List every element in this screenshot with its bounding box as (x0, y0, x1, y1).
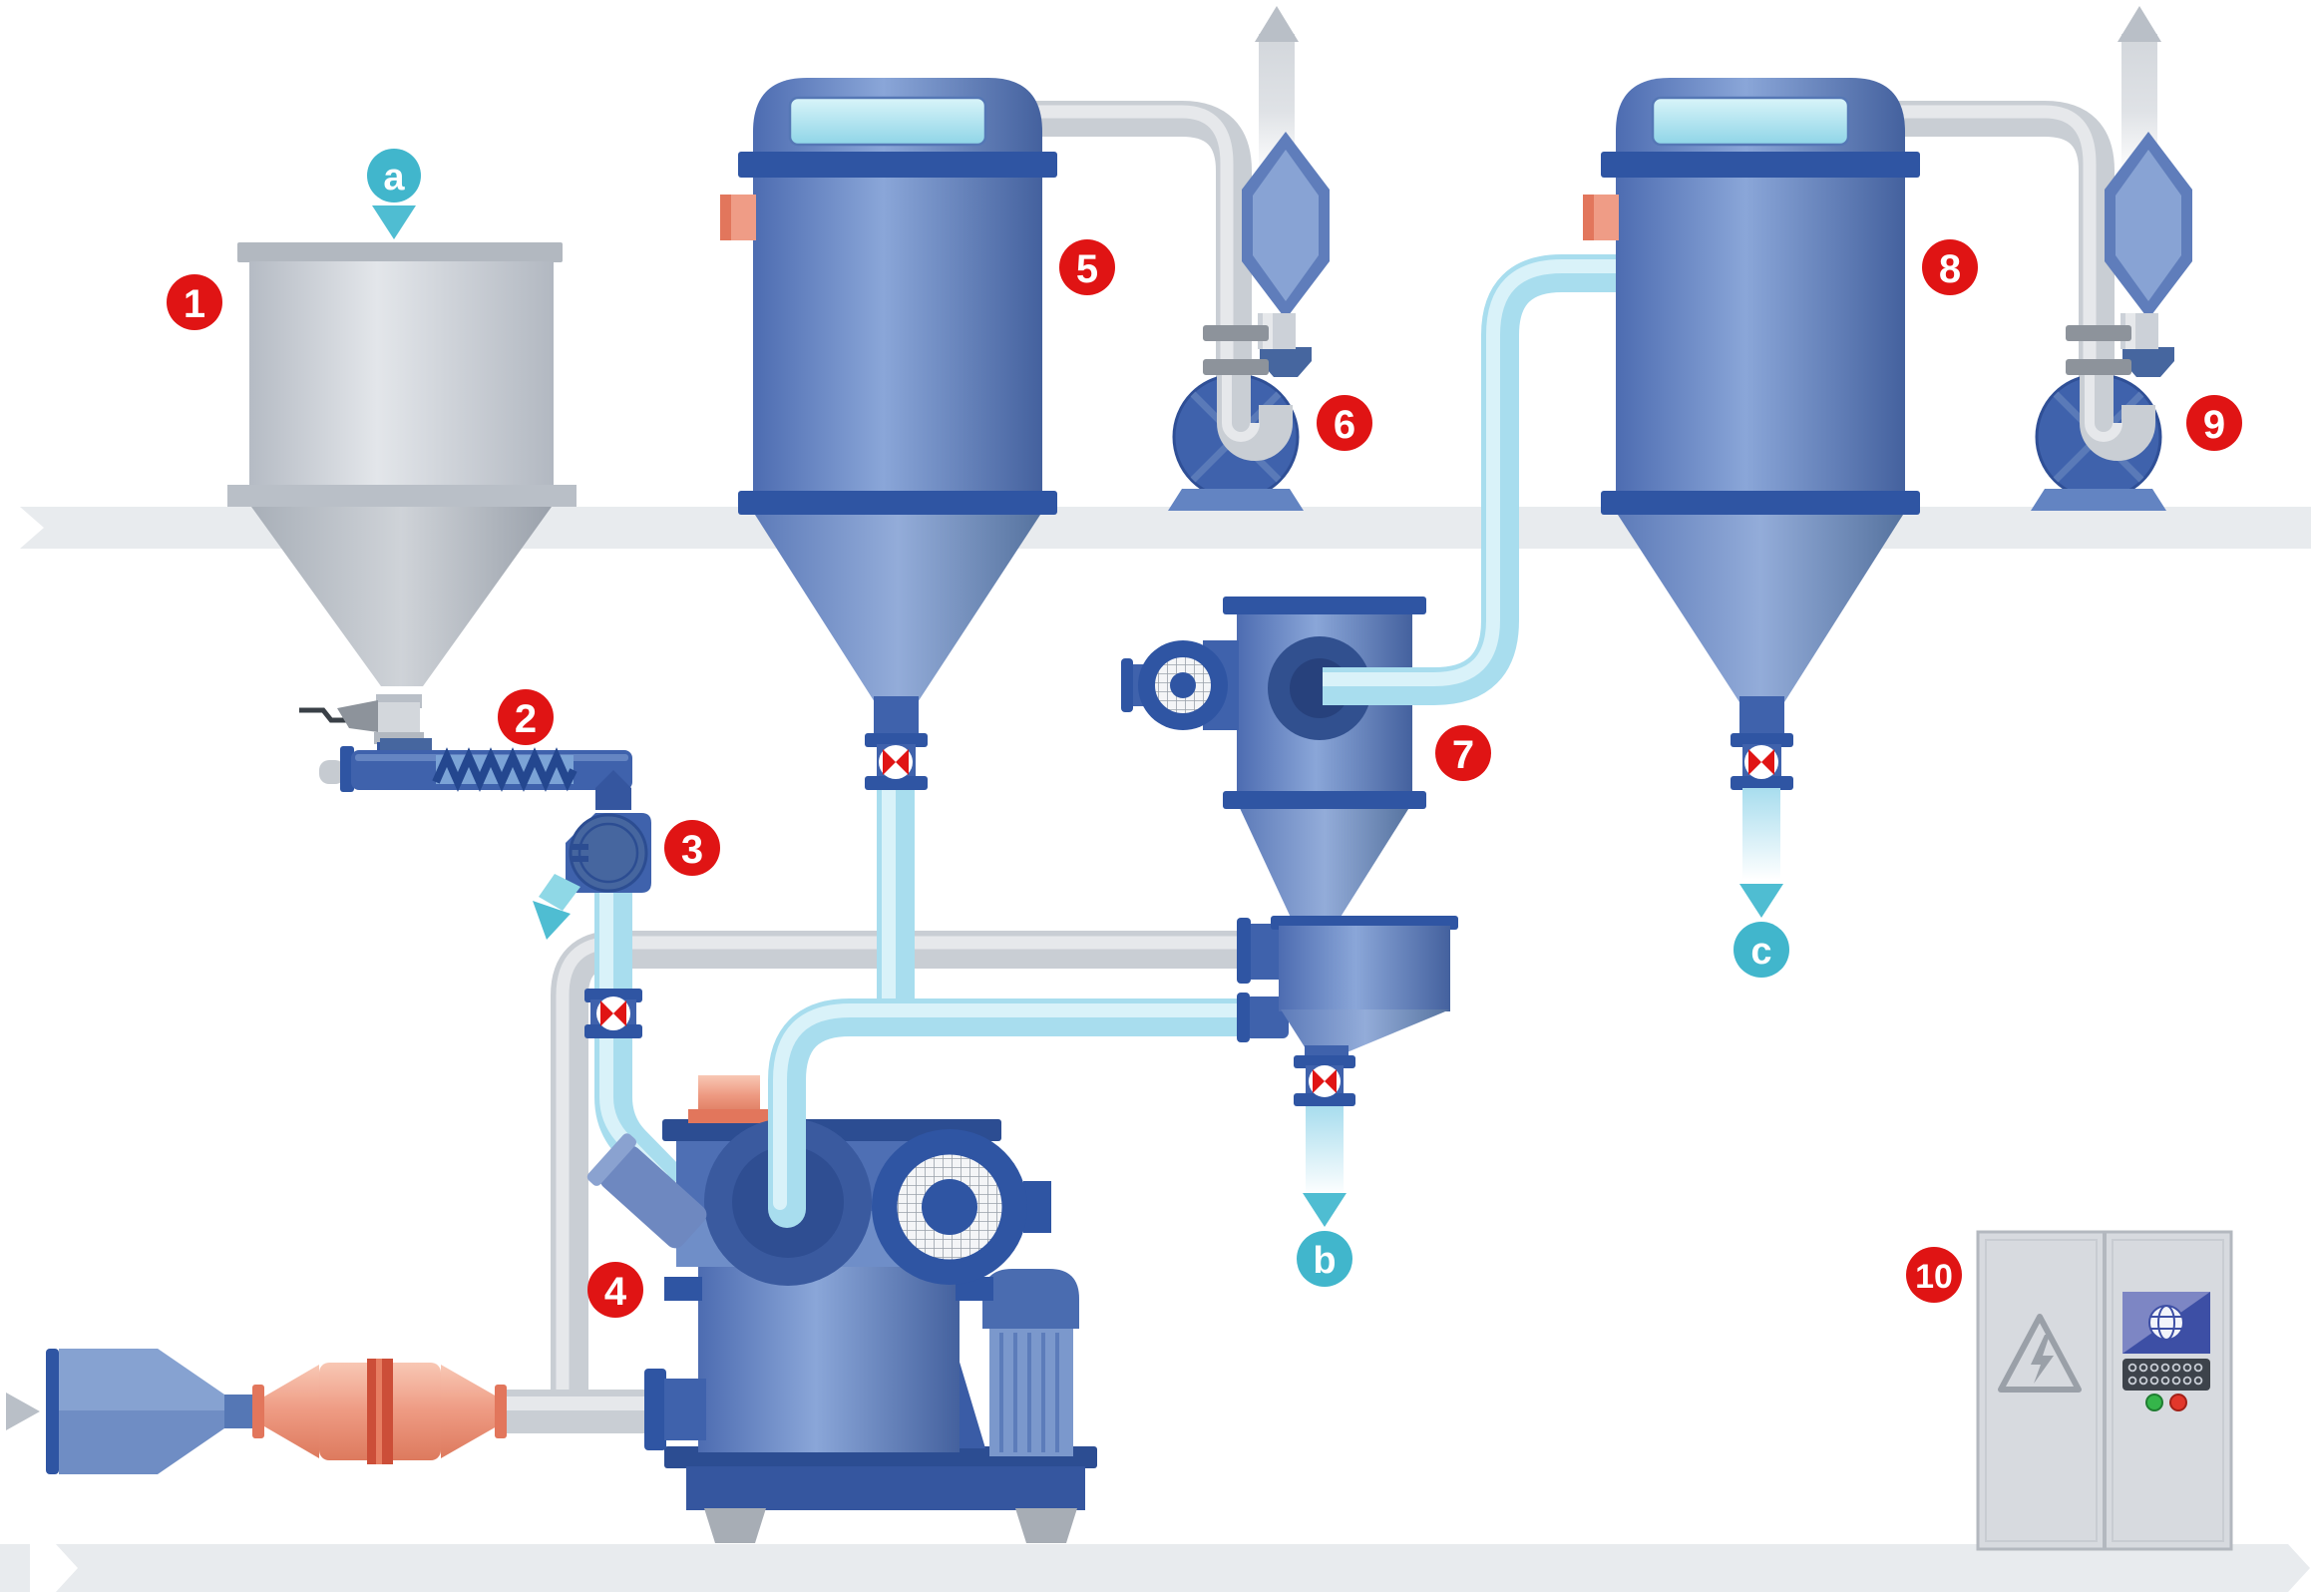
screw-spiral-icon (432, 747, 578, 792)
label-badge-7: 7 (1435, 725, 1491, 781)
filter-silo-5 (720, 78, 1057, 736)
mill-top-inlet (688, 1075, 770, 1123)
status-light-red (2169, 1394, 2187, 1411)
classifier-motor (1121, 640, 1239, 730)
label-badge-1: 1 (167, 274, 222, 330)
control-cabinet-10 (1976, 1230, 2233, 1551)
mill-feed-nozzle (586, 1133, 707, 1249)
pipe-air-intake (504, 1390, 653, 1433)
feed-hopper-1 (227, 242, 577, 760)
label-badge-6: 6 (1317, 395, 1372, 451)
svg-text:1: 1 (184, 282, 205, 326)
down-arrow-icon (1303, 1193, 1347, 1227)
right-arrow-icon (6, 1393, 40, 1430)
marker-a: a (367, 149, 421, 239)
valve-discharge-arrow-icon (533, 874, 580, 940)
up-arrow-icon (2118, 6, 2161, 42)
valve-x-icon (1748, 749, 1774, 775)
hmi-screen (2122, 1292, 2210, 1354)
grinding-mill-4 (644, 1075, 1097, 1543)
marker-b-label: b (1313, 1240, 1336, 1282)
pipe-exhaust-silo5 (992, 101, 1252, 419)
butterfly-valve-feed (584, 989, 642, 1038)
mill-foot (704, 1508, 766, 1543)
pipe-clamp (2066, 359, 2131, 375)
pipe-clamp (1203, 359, 1269, 375)
svg-text:8: 8 (1939, 247, 1961, 291)
pipe-clamp (2066, 325, 2131, 341)
fan-inlet-ubend (1217, 369, 1293, 461)
fan-inlet-ubend (2080, 369, 2155, 461)
collection-chamber (1237, 916, 1458, 1059)
status-light-green (2145, 1394, 2163, 1411)
svg-text:2: 2 (515, 697, 537, 741)
keypad (2122, 1359, 2210, 1391)
pipe-clamp (1203, 325, 1269, 341)
rotary-valve-3 (533, 813, 651, 940)
silencer-muffler (2105, 132, 2192, 349)
pipe-conveying-line (1323, 254, 1630, 705)
silo-port (720, 195, 756, 240)
label-badge-8: 8 (1922, 239, 1978, 295)
label-badge-2: 2 (498, 689, 554, 745)
svg-text:10: 10 (1915, 1258, 1953, 1296)
butterfly-valve-silo8 (1731, 733, 1793, 790)
pipe-exhaust-silo8 (1855, 101, 2115, 419)
sight-window (1651, 96, 1850, 147)
svg-text:9: 9 (2203, 403, 2225, 447)
screw-feeder-2 (319, 738, 632, 810)
down-arrow-icon (1739, 884, 1783, 918)
up-arrow-icon (1255, 6, 1299, 42)
silencer-muffler (1242, 132, 1330, 349)
intake-check-valve (252, 1359, 507, 1464)
chamber-discharge-fade (1306, 1106, 1344, 1196)
marker-c: c (1733, 884, 1789, 978)
valve-x-icon (600, 1000, 626, 1026)
silo-port (1583, 195, 1619, 240)
valve-x-icon (883, 749, 909, 775)
svg-text:3: 3 (681, 828, 703, 872)
svg-text:6: 6 (1334, 403, 1355, 447)
air-intake-silencer (6, 1349, 254, 1474)
label-badge-5: 5 (1059, 239, 1115, 295)
pipe-transfer-line (768, 998, 1276, 1228)
silo8-discharge-fade (1742, 788, 1780, 880)
label-badge-4: 4 (587, 1262, 643, 1318)
svg-text:4: 4 (604, 1270, 627, 1314)
mill-foot (1015, 1508, 1077, 1543)
butterfly-valve-chamber (1294, 1055, 1355, 1106)
mill-outlet-screen (872, 1129, 1051, 1285)
blower-6 (1168, 132, 1330, 511)
marker-b: b (1297, 1193, 1352, 1287)
marker-c-label: c (1750, 931, 1771, 973)
marker-b-badge (1297, 1231, 1352, 1287)
label-badge-9: 9 (2186, 395, 2242, 451)
sight-window (788, 96, 987, 147)
product-silo-8 (1583, 78, 1920, 736)
marker-a-label: a (383, 157, 405, 199)
fan-pedestal (2031, 489, 2166, 511)
valve-x-icon (1313, 1069, 1337, 1093)
pipe-silo5-discharge (877, 790, 915, 1017)
lower-floor-band (0, 1544, 2311, 1592)
svg-text:7: 7 (1452, 733, 1474, 777)
label-badge-10: 10 (1906, 1247, 1962, 1303)
globe-icon (2148, 1305, 2184, 1341)
svg-text:5: 5 (1076, 247, 1098, 291)
label-badge-3: 3 (664, 820, 720, 876)
slide-gate (299, 694, 424, 744)
butterfly-valve-silo5 (865, 733, 928, 790)
mill-motor (982, 1269, 1079, 1456)
cyclone-classifier-7 (1121, 597, 1426, 922)
fan-pedestal (1168, 489, 1304, 511)
marker-a-badge (367, 149, 421, 202)
down-arrow-icon (372, 205, 416, 239)
marker-c-badge (1733, 922, 1789, 978)
mill-air-inlet-flange (644, 1369, 666, 1450)
blower-9 (2031, 132, 2192, 511)
electric-warning-icon (1998, 1314, 2082, 1393)
